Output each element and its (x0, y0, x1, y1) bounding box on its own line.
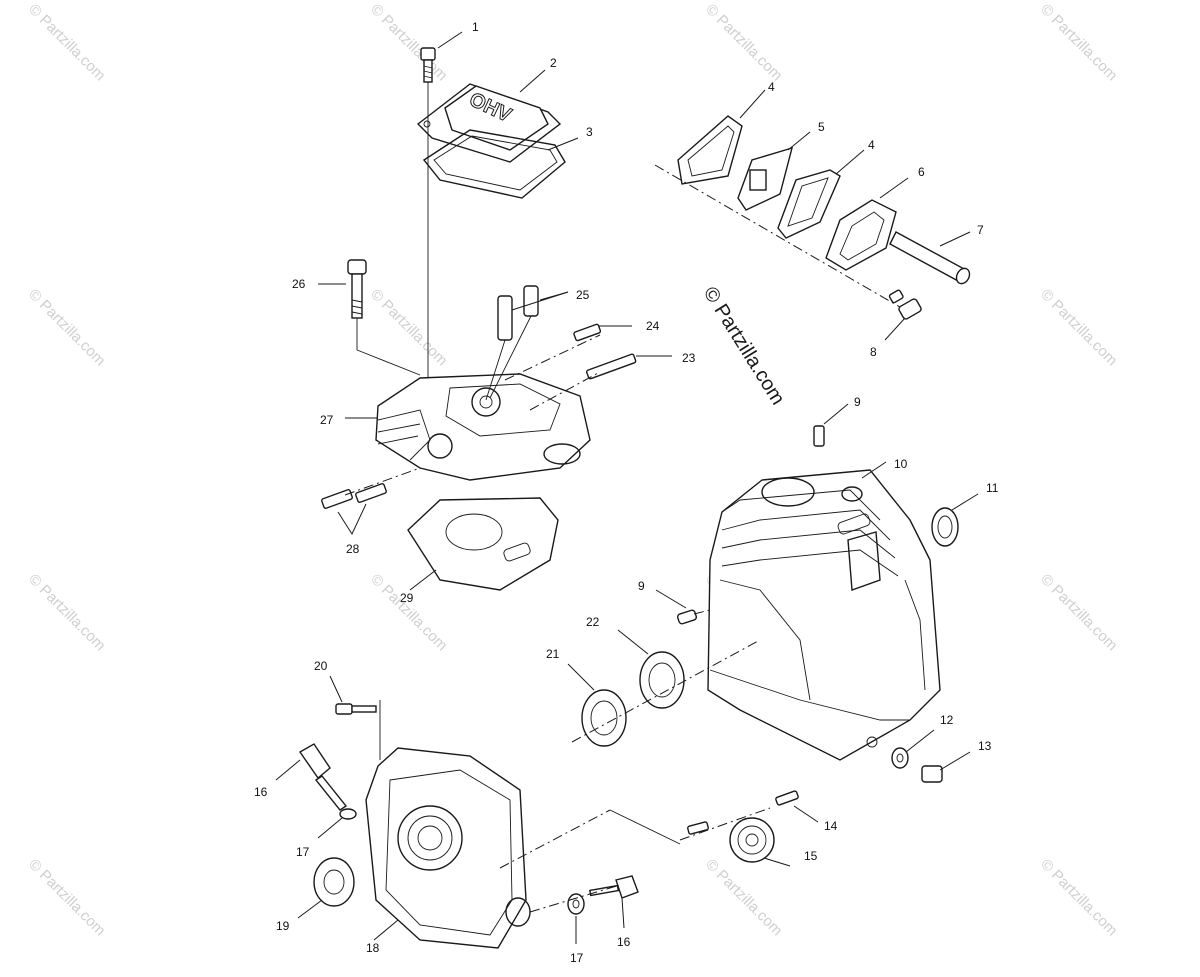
part-1-bolt (420, 47, 436, 83)
watermark: © Partzilla.com (367, 286, 450, 369)
part-17-oring-bottom (567, 893, 585, 915)
callout-10: 10 (894, 457, 908, 471)
part-26-bolt (347, 259, 367, 319)
callout-17: 17 (296, 845, 310, 859)
callout-14: 14 (824, 819, 838, 833)
watermark: © Partzilla.com (25, 286, 108, 369)
part-18-crankcase-cover (365, 747, 531, 949)
callout-labels: 1 2 3 4 5 4 6 7 8 9 10 11 12 13 14 15 16… (254, 20, 999, 965)
callout-2: 2 (550, 56, 557, 70)
callout-16: 16 (254, 785, 268, 799)
part-21-bearing (581, 689, 627, 747)
part-29-head-gasket (407, 497, 559, 591)
part-4-gasket (677, 115, 743, 185)
callout-3: 3 (586, 125, 593, 139)
watermark: © Partzilla.com (1037, 1, 1120, 84)
part-3-cover-gasket (422, 129, 566, 199)
part-17-oring-left (339, 808, 357, 820)
part-4-gasket-second (777, 169, 841, 239)
callout-26: 26 (292, 277, 306, 291)
part-6-intake-elbow (825, 199, 897, 271)
part-8-bolt (888, 289, 922, 320)
watermark: © Partzilla.com (25, 1, 108, 84)
part-15-gear (729, 817, 775, 863)
callout-7: 7 (977, 223, 984, 237)
callout-1: 1 (472, 20, 479, 34)
callout-12: 12 (940, 713, 954, 727)
callout-19: 19 (276, 919, 290, 933)
callout-21: 21 (546, 647, 560, 661)
callout-4b: 4 (868, 138, 875, 152)
part-15-shaft-pin (687, 821, 709, 835)
part-16-drain-plug (589, 875, 639, 899)
part-16-dipstick-left (298, 743, 348, 811)
watermark: © Partzilla.com (1037, 571, 1120, 654)
watermark: © Partzilla.com (702, 1, 785, 84)
watermark: © Partzilla.com (367, 571, 450, 654)
part-22-bearing (639, 651, 685, 709)
callout-29: 29 (400, 591, 414, 605)
callout-6: 6 (918, 165, 925, 179)
part-25-sleeves (497, 285, 539, 341)
watermark: © Partzilla.com (25, 856, 108, 939)
callout-28: 28 (346, 542, 360, 556)
callout-18: 18 (366, 941, 380, 955)
callout-22: 22 (586, 615, 600, 629)
part-28-studs (321, 483, 387, 509)
part-20-bolt (335, 703, 377, 715)
watermark: © Partzilla.com (702, 856, 785, 939)
part-14-shaft (775, 790, 799, 806)
part-23-stud (586, 353, 637, 380)
callout-15: 15 (804, 849, 818, 863)
callout-17b: 17 (570, 951, 584, 965)
part-12-washer (891, 747, 909, 769)
callout-27: 27 (320, 413, 334, 427)
brand-mark: © Partzilla.com (699, 283, 789, 409)
callout-11: 11 (986, 481, 999, 495)
part-13-bolt (921, 765, 943, 783)
part-10-crankcase (707, 469, 941, 761)
part-9-dowel-left (676, 609, 698, 625)
watermark: © Partzilla.com (1037, 856, 1120, 939)
part-9-dowel-top (813, 425, 825, 447)
callout-24: 24 (646, 319, 660, 333)
callout-9b: 9 (638, 579, 645, 593)
callout-13: 13 (978, 739, 992, 753)
watermark: © Partzilla.com (367, 1, 450, 84)
watermark-layer: © Partzilla.com © Partzilla.com © Partzi… (25, 1, 1120, 939)
callout-4: 4 (768, 80, 775, 94)
part-11-oil-seal (931, 507, 959, 547)
part-2-valve-cover: OHV (416, 83, 562, 163)
callout-16b: 16 (617, 935, 631, 949)
part-5-insulator (737, 146, 793, 211)
callout-8: 8 (870, 345, 877, 359)
callout-5: 5 (818, 120, 825, 134)
callout-25: 25 (576, 288, 590, 302)
watermark: © Partzilla.com (1037, 286, 1120, 369)
part-24-stud (573, 323, 602, 342)
part-7-tube (889, 231, 971, 285)
watermark: © Partzilla.com (25, 571, 108, 654)
part-19-oil-seal (313, 857, 355, 907)
callout-23: 23 (682, 351, 696, 365)
callout-9: 9 (854, 395, 861, 409)
part-27-cylinder-head (375, 373, 591, 481)
callout-20: 20 (314, 659, 328, 673)
